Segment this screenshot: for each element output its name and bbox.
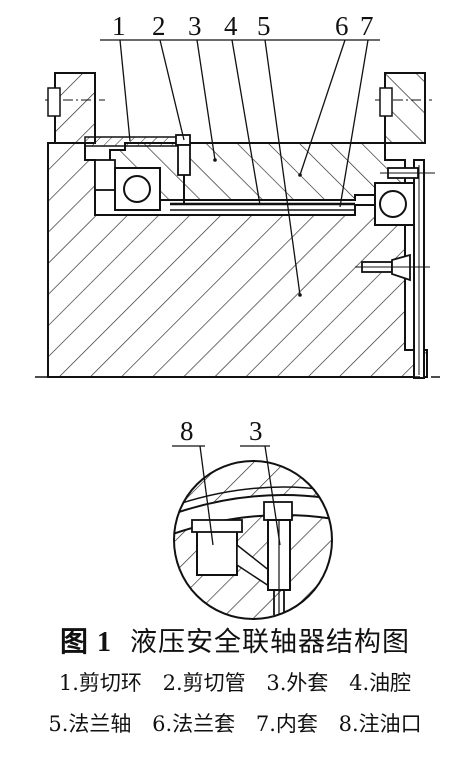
main-section-view: 1 2 3 4 5 6 7: [35, 11, 440, 379]
legend-item: 4.油腔: [349, 671, 412, 695]
legend-item: 5.法兰轴: [48, 712, 132, 736]
shear-ring: [84, 136, 181, 147]
figure-title: 液压安全联轴器结构图: [130, 627, 410, 658]
detail-leaders: [172, 445, 281, 546]
figure-number: 图 1: [59, 627, 112, 658]
callout-3: 3: [188, 11, 202, 41]
legend-item: 3.外套: [266, 671, 329, 695]
callout-6: 6: [335, 11, 349, 41]
legend-item: 2.剪切管: [162, 671, 246, 695]
detail-callout-3: 3: [249, 416, 263, 446]
figure-caption: 图 1 液压安全联轴器结构图: [0, 620, 470, 660]
legend-row-2: 5.法兰轴 6.法兰套 7.内套 8.注油口: [0, 708, 470, 738]
detail-view: 8 3: [172, 416, 333, 620]
callout-5: 5: [257, 11, 271, 41]
left-bearing: [94, 159, 161, 211]
left-flange-ear: [54, 72, 96, 144]
callout-leaders: [100, 39, 380, 296]
legend-item: 7.内套: [255, 712, 318, 736]
oil-filling-port: [196, 529, 238, 576]
detail-circle: [173, 460, 333, 620]
callout-2: 2: [152, 11, 166, 41]
legend-row-1: 1.剪切环 2.剪切管 3.外套 4.油腔: [0, 667, 470, 697]
legend-item: 6.法兰套: [152, 712, 236, 736]
coupling-cross-section-drawing: 1 2 3 4 5 6 7 8: [35, 11, 440, 620]
shear-tube: [175, 134, 191, 205]
legend-item: 1.剪切环: [58, 671, 142, 695]
cover-bolts: [355, 167, 435, 282]
callout-1: 1: [112, 11, 126, 41]
legend-item: 8.注油口: [338, 712, 422, 736]
callout-4: 4: [224, 11, 238, 41]
callout-7: 7: [360, 11, 374, 41]
detail-callout-8: 8: [180, 416, 194, 446]
right-bearing: [374, 182, 416, 226]
